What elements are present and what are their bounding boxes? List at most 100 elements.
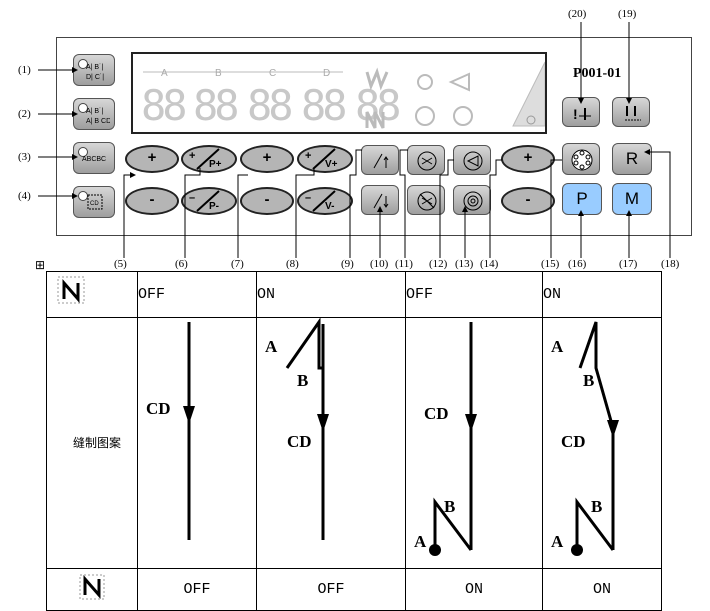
pattern-cell-3: CD B A (405, 317, 543, 569)
r-button[interactable]: R (612, 143, 652, 175)
pattern-abcbc-icon: ABCBC (82, 156, 106, 163)
svg-text:A: A (161, 68, 168, 79)
callout-6: (6) (175, 258, 188, 270)
callout-17: (17) (619, 258, 638, 270)
reverse-stitch-start-icon (57, 276, 85, 304)
pattern-ab-icon: A| B˙| D| C˙| (86, 63, 104, 81)
plus-button-a[interactable]: + (125, 145, 179, 173)
led-indicator (78, 103, 88, 113)
row3-col4: ON (542, 568, 662, 611)
svg-text:A| B˙|: A| B˙| (86, 63, 103, 71)
wiper-button[interactable] (453, 185, 491, 215)
b-label: B (591, 497, 603, 516)
svg-text:A| B CD: A| B CD (86, 118, 110, 125)
scissors-icon (417, 151, 437, 171)
pattern-b-button[interactable]: A| B˙|A| B CD (73, 98, 115, 130)
pattern-cell-1: CD (137, 317, 257, 569)
expand-icon[interactable]: ⊞ (35, 258, 46, 272)
counter-button[interactable] (612, 97, 650, 127)
a-label: A (265, 337, 278, 356)
svg-text:CD: CD (90, 201, 99, 207)
svg-text:P-: P- (209, 201, 219, 212)
pattern-d-button[interactable]: CD (73, 186, 115, 218)
minus-button-b[interactable]: - (240, 187, 294, 215)
lcd-segments: A B C D 88 88 88 88 88 (141, 61, 546, 130)
a-label: A (551, 337, 564, 356)
callout-11: (11) (395, 258, 413, 270)
row3-col2: OFF (256, 568, 406, 611)
svg-text:+: + (189, 150, 195, 162)
bobbin-icon (571, 149, 593, 171)
m-button[interactable]: M (612, 183, 652, 215)
plus-button-c[interactable]: + (501, 145, 555, 173)
svg-text:88: 88 (193, 81, 237, 130)
needle-down-icon (373, 193, 389, 209)
led-indicator (78, 59, 88, 69)
b-label: B (583, 371, 595, 390)
end-backtack-diagram (429, 322, 477, 556)
pattern-cell-4: A B CD B A (542, 317, 662, 569)
p-button[interactable]: P (562, 183, 602, 215)
led-indicator (78, 147, 88, 157)
cd-label: CD (146, 399, 171, 418)
callout-5: (5) (114, 258, 127, 270)
pattern-polygon-icon: CD (87, 194, 103, 210)
v-minus-icon: –V- (305, 190, 336, 212)
v-minus-button[interactable]: –V- (297, 187, 353, 215)
cd-label: CD (424, 404, 449, 423)
callout-16: (16) (568, 258, 587, 270)
callout-leader-lines (123, 22, 671, 258)
minus-button-c[interactable]: - (501, 187, 555, 215)
minus-button-a[interactable]: - (125, 187, 179, 215)
callout-20: (20) (568, 8, 587, 20)
svg-text:–: – (189, 192, 195, 204)
svg-text:C: C (269, 68, 276, 79)
callout-8: (8) (286, 258, 299, 270)
counter-icon (625, 106, 641, 121)
row1-col3: OFF (405, 271, 543, 318)
callout-15: (15) (541, 258, 560, 270)
p-plus-button[interactable]: +P+ (181, 145, 237, 173)
plus-button-b[interactable]: + (240, 145, 294, 173)
icon-cell (46, 568, 138, 611)
cd-label: CD (561, 432, 586, 451)
callout-19: (19) (618, 8, 637, 20)
straight-stitch-diagram (183, 322, 195, 540)
svg-text:B: B (215, 68, 222, 79)
both-backtack-diagram (571, 321, 619, 556)
stitch-pattern-table: OFF ON OFF ON 缝制图案 CD A B CD (46, 271, 662, 611)
trimmer-on-button[interactable] (407, 145, 445, 175)
row1-col4: ON (542, 271, 662, 318)
a-label: A (414, 532, 427, 551)
svg-text:+: + (305, 150, 311, 162)
svg-text:V-: V- (325, 201, 334, 212)
v-plus-icon: + V+ (305, 148, 338, 170)
p-minus-icon: – P- (189, 190, 220, 212)
pattern-abcd-icon: A| B˙|A| B CD (86, 107, 110, 125)
cd-label: CD (287, 432, 312, 451)
trimmer-off-button[interactable] (407, 185, 445, 215)
callout-10: (10) (370, 258, 389, 270)
callout-9: (9) (341, 258, 354, 270)
needle-up-icon (373, 153, 389, 169)
pattern-a-button[interactable]: A| B˙| D| C˙| (73, 54, 115, 86)
pattern-cell-2: A B CD (256, 317, 406, 569)
svg-text:88: 88 (141, 81, 185, 130)
scissors-off-icon (417, 191, 437, 211)
v-plus-button[interactable]: + V+ (297, 145, 353, 173)
svg-text:D: D (323, 68, 330, 79)
p-minus-button[interactable]: – P- (181, 187, 237, 215)
pattern-label: 缝制图案 (72, 436, 121, 450)
model-label: P001-01 (573, 66, 622, 81)
callout-2: (2) (18, 108, 31, 120)
svg-text:V+: V+ (325, 159, 338, 170)
b-label: B (297, 371, 309, 390)
presser-foot-icon (463, 151, 483, 171)
soft-start-icon: ! (573, 106, 591, 122)
pattern-select-button[interactable] (562, 143, 600, 175)
thread-up-button[interactable] (361, 145, 399, 175)
row1-col1: OFF (137, 271, 257, 318)
svg-text:88: 88 (301, 81, 345, 130)
svg-text:D| C˙|: D| C˙| (86, 73, 104, 81)
p-plus-icon: +P+ (189, 148, 222, 170)
